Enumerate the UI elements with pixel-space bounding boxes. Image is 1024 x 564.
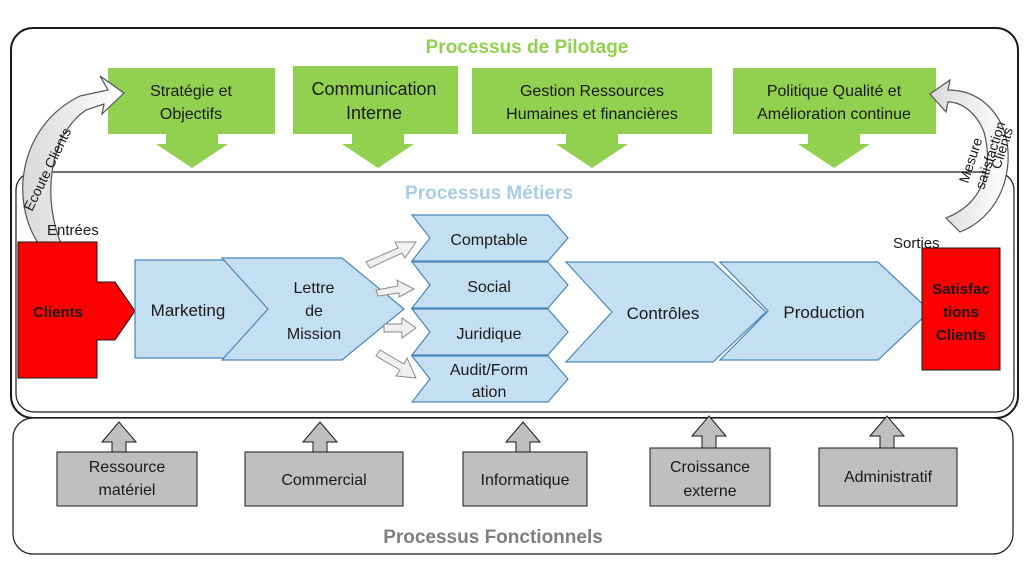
pilotage-box-label: Gestion Ressources <box>520 83 664 100</box>
pilotage-box-label: Politique Qualité et <box>767 83 902 100</box>
lettre-label: de <box>305 303 323 320</box>
clients-input: Clients <box>17 241 136 379</box>
branch-arrows <box>365 241 417 379</box>
controles-label: Contrôles <box>627 304 700 323</box>
fonctionnel-commercial: Commercial <box>244 421 404 507</box>
fonctionnel-label: Commercial <box>281 472 366 489</box>
branch-label: Juridique <box>457 326 522 343</box>
fonctionnel-ressource: Ressource matériel <box>56 421 198 507</box>
pilotage-box-label: Humaines et financières <box>506 106 678 123</box>
branch-juridique: Juridique <box>410 308 569 356</box>
marketing-step: Marketing <box>134 259 279 359</box>
pilotage-box-label: Interne <box>346 103 402 123</box>
fonctionnel-administratif: Administratif <box>818 415 958 507</box>
fonctionnels-title: Processus Fonctionnels <box>383 527 603 548</box>
marketing-label: Marketing <box>151 301 226 320</box>
fonctionnel-label: externe <box>683 483 736 500</box>
production-label: Production <box>783 303 864 322</box>
pilotage-box-label: Objectifs <box>160 106 222 123</box>
fonctionnel-label: Croissance <box>670 459 750 476</box>
branch-arrow <box>365 241 417 269</box>
lettre-label: Mission <box>287 326 341 343</box>
branch-arrow <box>383 317 417 339</box>
satisfaction-label: Clients <box>936 327 986 344</box>
lettre-label: Lettre <box>294 280 335 297</box>
satisfaction-label: Satisfac <box>932 281 990 298</box>
branch-label: ation <box>472 384 507 401</box>
lettre-mission-step: Lettre de Mission <box>220 257 405 361</box>
fonctionnel-label: Ressource <box>89 459 166 476</box>
pilotage-box-strategie: Stratégie et Objectifs <box>108 68 275 168</box>
fonctionnel-informatique: Informatique <box>462 421 588 507</box>
metiers-title: Processus Métiers <box>405 183 573 204</box>
entrees-label: Entrées <box>47 222 99 239</box>
fonctionnel-label: Informatique <box>481 472 570 489</box>
branch-audit: Audit/Form ation <box>410 355 569 403</box>
branch-arrow <box>375 349 417 379</box>
pilotage-box-grh: Gestion Ressources Humaines et financièr… <box>472 68 712 168</box>
branch-arrow <box>375 279 416 298</box>
branch-label: Audit/Form <box>450 362 528 379</box>
pilotage-box-communication: Communication Interne <box>293 66 458 168</box>
pilotage-box-label: Stratégie et <box>150 83 232 100</box>
controles-step: Contrôles <box>564 261 767 363</box>
fonctionnel-label: Administratif <box>844 469 933 486</box>
pilotage-title: Processus de Pilotage <box>426 37 629 58</box>
clients-label: Clients <box>33 304 83 321</box>
satisfaction-output: Satisfac tions Clients <box>921 247 1001 371</box>
pilotage-box-label: Communication <box>311 79 436 99</box>
branch-social: Social <box>410 261 569 309</box>
pilotage-box-label: Amélioration continue <box>757 106 911 123</box>
branch-comptable: Comptable <box>410 214 569 262</box>
production-step: Production <box>718 261 931 361</box>
pilotage-box-qualite: Politique Qualité et Amélioration contin… <box>733 68 936 168</box>
branch-label: Social <box>467 279 511 296</box>
fonctionnel-croissance: Croissance externe <box>649 415 771 507</box>
satisfaction-label: tions <box>943 304 979 321</box>
branch-label: Comptable <box>450 232 527 249</box>
fonctionnel-label: matériel <box>99 482 156 499</box>
